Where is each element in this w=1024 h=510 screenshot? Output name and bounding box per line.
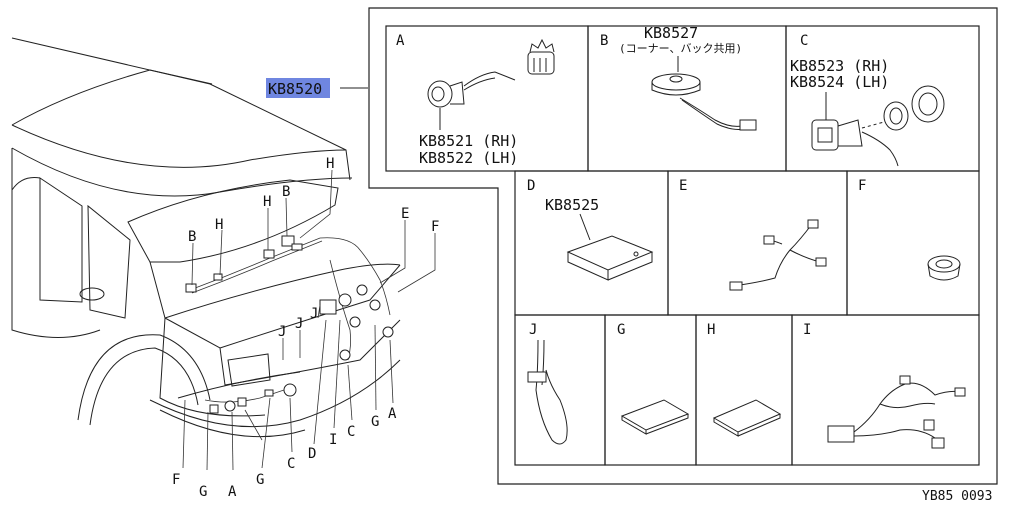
callout-g-bottom-left: G (199, 484, 207, 500)
panel-f-grommet-icon (927, 255, 961, 281)
car-callouts: H E F B H B H J J J F G A G C D I C G A (172, 156, 439, 500)
panel-c-part-lh[interactable]: KB8524 (LH) (790, 73, 889, 91)
panel-h-pad-icon (712, 399, 782, 437)
main-part-label[interactable]: KB8520 (266, 78, 330, 98)
main-part-number[interactable]: KB8520 (268, 80, 322, 98)
panel-c[interactable]: C KB8523 (RH) KB8524 (LH) (790, 33, 945, 167)
callout-g-right: G (371, 414, 379, 430)
callout-a-right: A (388, 406, 397, 422)
panel-f[interactable]: F (858, 178, 961, 281)
panel-a[interactable]: A KB8521 (RH) KB8522 (LH) (396, 33, 555, 167)
callout-h-left: H (215, 217, 223, 233)
main-part-highlight (266, 78, 330, 98)
panel-e-letter: E (679, 178, 687, 194)
panel-h[interactable]: H (707, 322, 782, 437)
callout-h-top: H (326, 156, 334, 172)
panel-g[interactable]: G (617, 322, 690, 435)
panel-a-part-lh[interactable]: KB8522 (LH) (419, 149, 518, 167)
callout-f-bottom: F (172, 472, 180, 488)
panel-d-part[interactable]: KB8525 (545, 196, 599, 214)
callout-h-mid: H (263, 194, 271, 210)
panel-h-letter: H (707, 322, 715, 338)
panel-f-letter: F (858, 178, 866, 194)
figure-code: YB85 0093 (922, 489, 992, 504)
car-illustration (11, 37, 436, 471)
callout-e: E (401, 206, 409, 222)
panel-c-socket-icon (811, 85, 945, 167)
callout-j1: J (278, 324, 286, 340)
panel-b-part[interactable]: KB8527 (644, 24, 698, 42)
panel-j-letter: J (529, 322, 537, 338)
callout-g-bottom-mid: G (256, 472, 264, 488)
panel-g-letter: G (617, 322, 625, 338)
panel-c-part-rh[interactable]: KB8523 (RH) (790, 57, 889, 75)
callout-d-bottom: D (308, 446, 316, 462)
panel-c-letter: C (800, 33, 808, 49)
panel-d-letter: D (527, 178, 535, 194)
panel-g-pad-icon (620, 399, 690, 435)
callout-j3: J (310, 306, 318, 322)
panel-i[interactable]: I (803, 322, 966, 449)
callout-a-bottom: A (228, 484, 237, 500)
panel-d[interactable]: D KB8525 (527, 178, 654, 281)
panel-b[interactable]: B KB8527 (コーナー、バック共用) (600, 24, 757, 131)
panel-j[interactable]: J (527, 322, 568, 445)
panel-d-control-unit-icon (566, 213, 654, 281)
callout-b-mid: B (282, 184, 290, 200)
callout-c-right: C (347, 424, 355, 440)
panel-i-letter: I (803, 322, 811, 338)
parts-frame (368, 7, 998, 485)
panel-a-lamp-socket-icon (427, 38, 555, 130)
callout-c-bottom: C (287, 456, 295, 472)
panel-e[interactable]: E (679, 178, 827, 291)
callout-j2: J (295, 316, 303, 332)
panel-b-note: (コーナー、バック共用) (619, 42, 742, 55)
callout-f-top: F (431, 219, 439, 235)
panel-a-letter: A (396, 33, 405, 49)
panel-e-harness-icon (729, 219, 827, 291)
panel-i-harness-icon (827, 375, 966, 449)
callout-i-bottom: I (329, 432, 337, 448)
panel-b-letter: B (600, 33, 608, 49)
panel-b-sensor-icon (651, 56, 757, 131)
callout-b-left: B (188, 229, 196, 245)
panel-j-cable-tie-icon (527, 339, 568, 445)
panel-a-part-rh[interactable]: KB8521 (RH) (419, 132, 518, 150)
